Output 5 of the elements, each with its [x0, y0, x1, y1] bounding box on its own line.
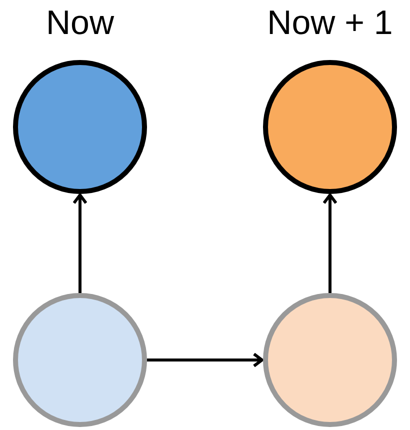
arrow — [147, 352, 264, 368]
arrow — [322, 194, 338, 293]
node-heading: Now — [46, 6, 114, 40]
arrow — [72, 194, 88, 293]
node-heading: Now + 1 — [267, 6, 393, 40]
